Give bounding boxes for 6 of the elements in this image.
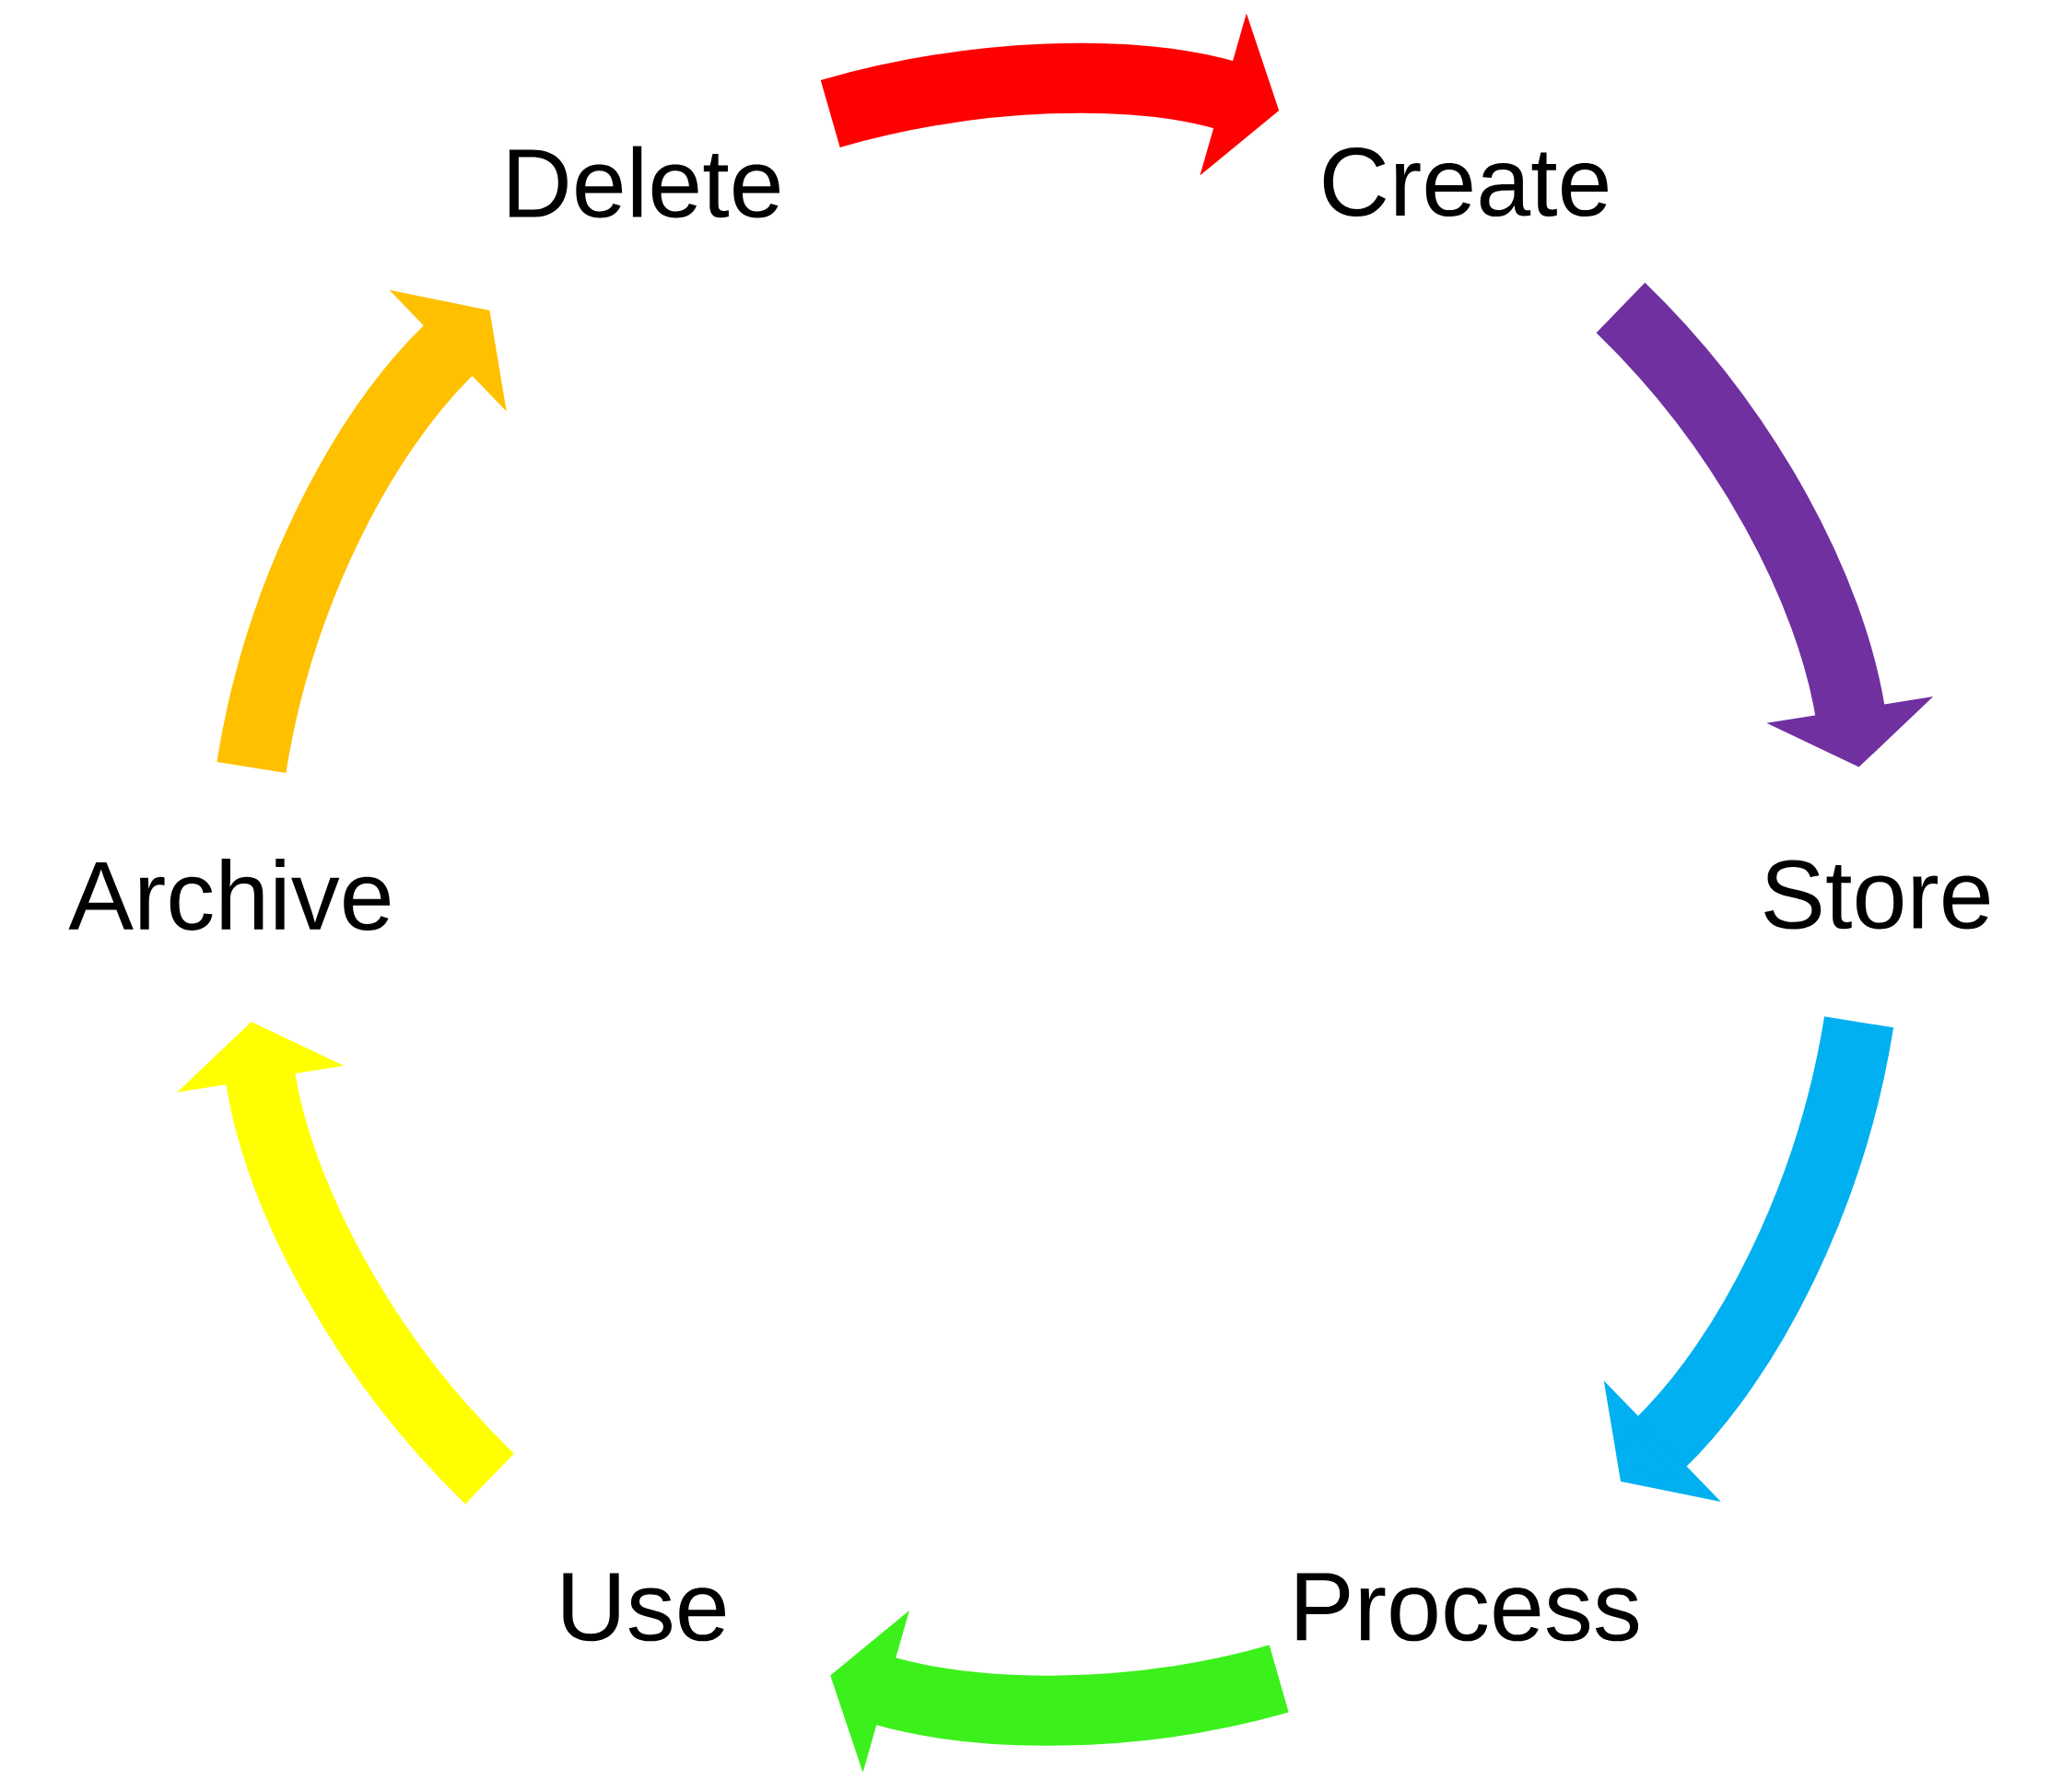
stage-label: Delete bbox=[510, 146, 779, 218]
stage-label: Use bbox=[563, 1573, 726, 1642]
stage-label: Create bbox=[1323, 147, 1608, 217]
stage-label: Process bbox=[1296, 1573, 1639, 1642]
stage-label: Store bbox=[1764, 860, 1989, 930]
stage-label: Archive bbox=[68, 859, 390, 931]
